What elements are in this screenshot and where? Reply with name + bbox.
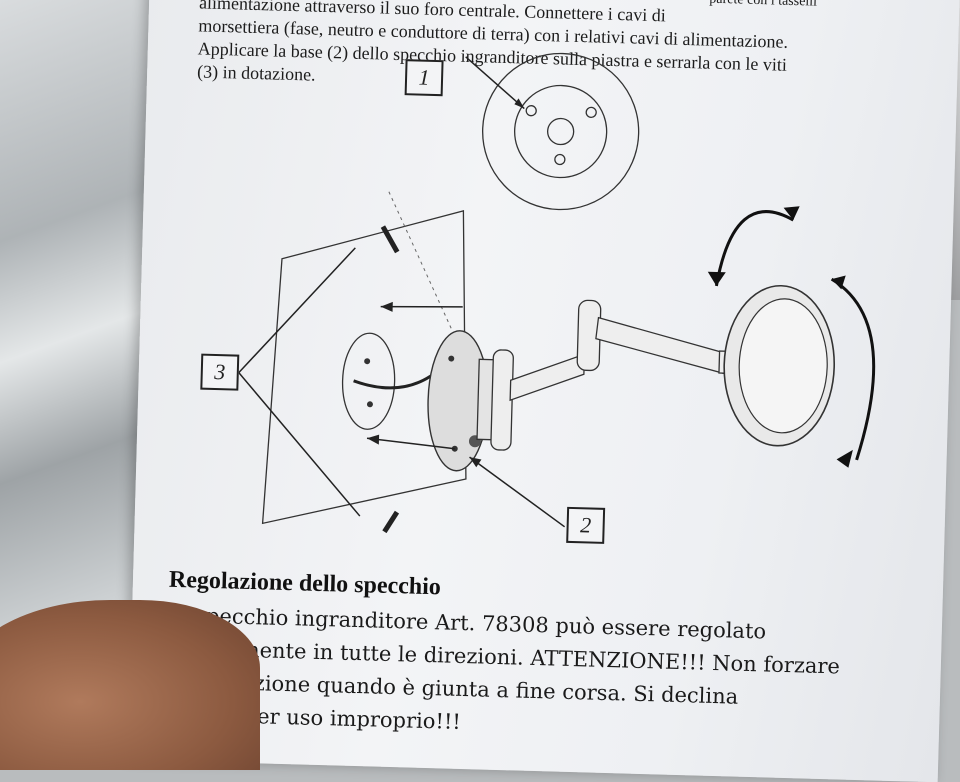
label-box-2: 2 [566, 506, 606, 544]
section-paragraph: Lo specchio ingranditore Art. 78308 può … [159, 599, 842, 750]
mirror-installation-diagram [238, 52, 876, 534]
screw-top [380, 225, 400, 254]
hand-holding-sheet [0, 600, 260, 770]
instruction-sheet: parete con i tasselli alimentazione attr… [127, 0, 960, 782]
rotation-arrow-side [830, 277, 876, 461]
screw-bottom [382, 510, 400, 534]
wall-panel [261, 210, 467, 525]
label-box-3: 3 [200, 353, 240, 391]
label-box-1: 1 [404, 59, 444, 97]
base-plate-drawing [481, 52, 640, 211]
rotation-arrow-top [714, 210, 795, 287]
pointer-arrow-1 [465, 56, 525, 110]
